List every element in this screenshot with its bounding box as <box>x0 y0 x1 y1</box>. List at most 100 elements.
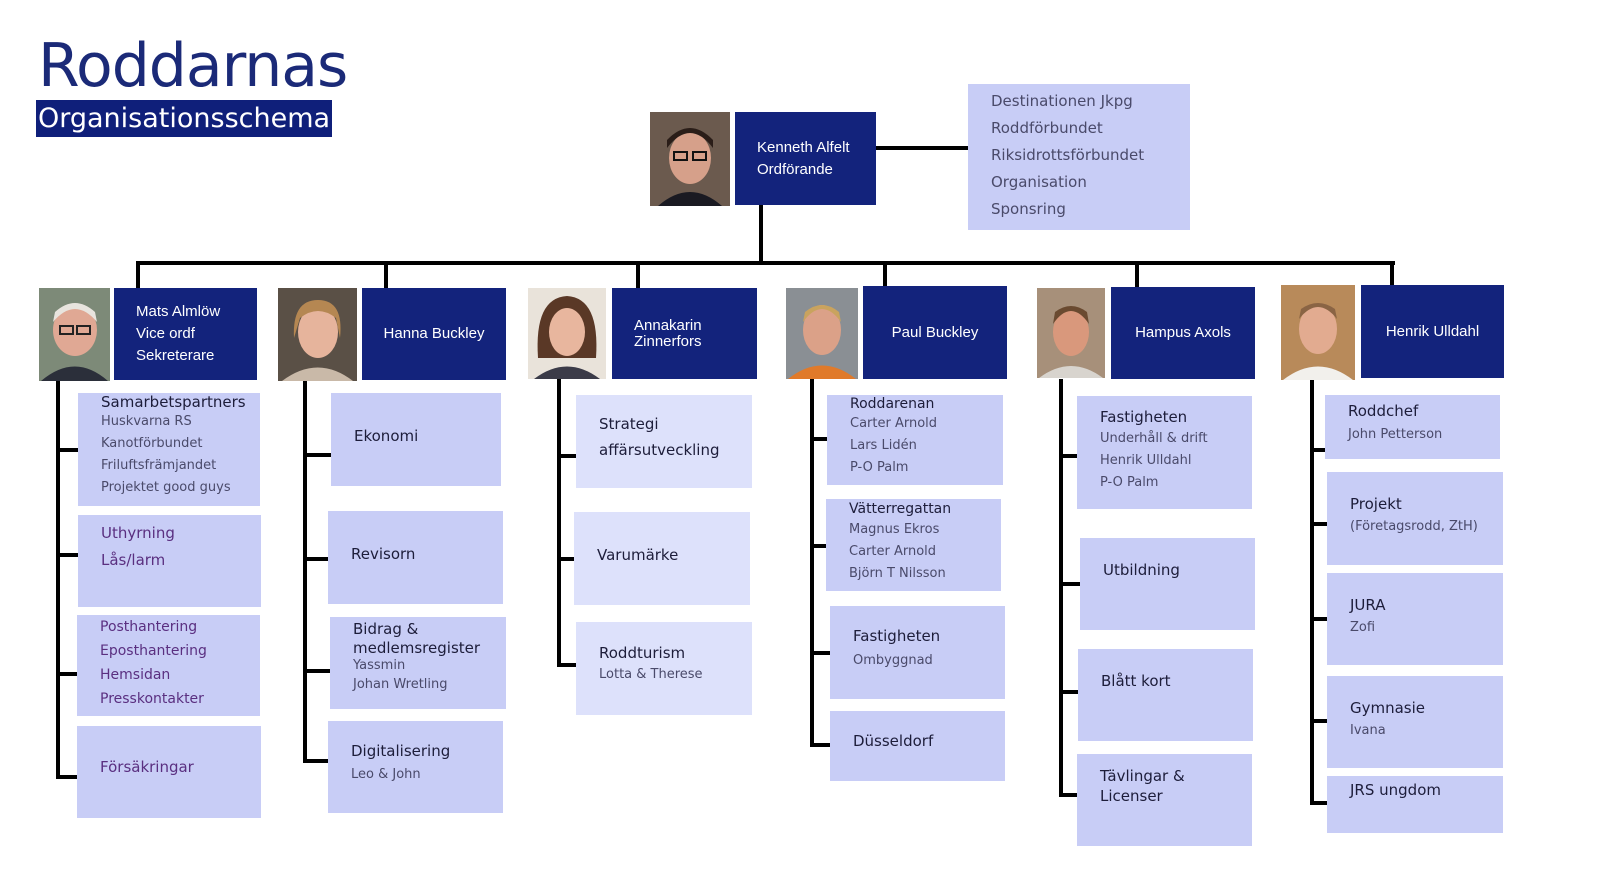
info-box: Destinationen Jkpg Roddförbundet Riksidr… <box>968 84 1190 230</box>
task-line: Carter Arnold <box>849 544 937 559</box>
task-line: Ivana <box>1350 723 1386 738</box>
task-box: Roddturism Lotta & Therese <box>576 622 752 715</box>
task-title: Strategi <box>599 415 659 433</box>
task-line: Björn T Nilsson <box>849 566 946 581</box>
task-title: Roddturism <box>599 644 686 662</box>
task-title: JRS ungdom <box>1350 781 1441 799</box>
task-title: Tävlingar & Licenser <box>1100 767 1185 805</box>
task-box: Posthantering Eposthantering Hemsidan Pr… <box>77 615 260 716</box>
task-box: Ekonomi <box>331 393 501 486</box>
task-line: Friluftsfrämjandet <box>101 458 217 473</box>
task-title: Samarbetspartners <box>101 393 246 411</box>
task-box: Düsseldorf <box>830 711 1005 781</box>
task-title: Bidrag & medlemsregister <box>353 620 481 657</box>
task-box: Varumärke <box>574 512 750 605</box>
task-box: Revisorn <box>328 511 503 604</box>
member-name: Paul Buckley <box>891 323 979 341</box>
task-item: Eposthantering <box>100 643 207 659</box>
task-item: Uthyrning <box>101 524 175 542</box>
task-line: Huskvarna RS <box>101 414 192 429</box>
connector-bus <box>136 261 1395 265</box>
member-header: Hampus Axols <box>1111 287 1255 379</box>
task-box: Digitalisering Leo & John <box>328 721 503 813</box>
chart-title: Roddarnas <box>38 31 348 101</box>
member-name: Annakarin <box>634 316 702 334</box>
task-line: Leo & John <box>351 767 421 782</box>
task-title: Roddarenan <box>850 396 935 412</box>
task-line: John Petterson <box>1348 427 1443 442</box>
task-line: Henrik Ulldahl <box>1100 453 1192 468</box>
task-line: Carter Arnold <box>850 416 938 431</box>
task-item: Hemsidan <box>100 667 171 683</box>
task-box: Samarbetspartners Huskvarna RS Kanotförb… <box>78 393 260 506</box>
task-item: Presskontakter <box>100 691 204 707</box>
member-name: Mats Almlöw <box>136 303 221 320</box>
info-item: Destinationen Jkpg <box>991 92 1133 110</box>
member-header: Mats Almlöw Vice ordf Sekreterare <box>114 288 257 380</box>
task-title: Ekonomi <box>354 427 419 445</box>
task-line: P-O Palm <box>850 460 909 475</box>
member-role: Vice ordf <box>136 325 195 342</box>
member-header: Annakarin Zinnerfors <box>612 288 757 379</box>
task-item: Lås/larm <box>101 551 166 569</box>
task-title: Gymnasie <box>1350 699 1426 717</box>
info-item: Riksidrottsförbundet <box>991 146 1145 164</box>
task-title: Fastigheten <box>853 627 941 645</box>
info-item: Sponsring <box>991 200 1066 218</box>
member-photo <box>39 288 110 381</box>
task-box: Roddchef John Petterson <box>1325 395 1500 459</box>
task-box: Vätterregattan Magnus Ekros Carter Arnol… <box>826 499 1001 591</box>
task-box: Tävlingar & Licenser <box>1077 754 1252 846</box>
task-title: Revisorn <box>351 545 416 563</box>
task-line: (Företagsrodd, ZtH) <box>1350 519 1478 534</box>
task-box: Bidrag & medlemsregister Yassmin Johan W… <box>330 617 506 709</box>
chart-subtitle: Organisationsschema <box>36 100 333 137</box>
column-line <box>1310 380 1314 805</box>
task-line: Underhåll & drift <box>1100 431 1208 446</box>
member-photo <box>786 288 858 379</box>
member-photo <box>1281 285 1355 380</box>
member-photo <box>528 288 606 379</box>
task-line: Kanotförbundet <box>101 436 203 451</box>
member-photo <box>1037 288 1105 378</box>
connector-drop <box>136 261 140 288</box>
task-line: Johan Wretling <box>353 677 448 692</box>
member-header: Paul Buckley <box>863 286 1007 379</box>
task-box: Roddarenan Carter Arnold Lars Lidén P-O … <box>827 395 1003 485</box>
connector-drop <box>636 261 640 288</box>
connector-drop <box>384 261 388 288</box>
task-title: Roddchef <box>1348 402 1419 420</box>
chairman-header: Kenneth Alfelt Ordförande <box>735 112 876 205</box>
task-line: Yassmin <box>353 658 406 673</box>
task-line: Projektet good guys <box>101 480 231 495</box>
chairman-role: Ordförande <box>757 160 833 178</box>
member-header: Henrik Ulldahl <box>1361 285 1504 378</box>
connector-trunk <box>759 205 763 263</box>
task-box: Blått kort <box>1078 649 1253 741</box>
chairman-name: Kenneth Alfelt <box>757 138 850 156</box>
task-line: Lars Lidén <box>850 438 917 453</box>
task-line: Zofi <box>1350 620 1376 635</box>
connector-drop <box>883 261 887 286</box>
task-line: Ombyggnad <box>853 653 933 668</box>
task-item: Försäkringar <box>100 758 194 776</box>
member-name: Hampus Axols <box>1135 324 1231 341</box>
connector-info <box>876 146 968 150</box>
task-line: Lotta & Therese <box>599 667 703 682</box>
column-line <box>810 379 814 747</box>
column-line <box>56 381 60 779</box>
task-box: Fastigheten Underhåll & drift Henrik Ull… <box>1077 396 1252 509</box>
task-box: JURA Zofi <box>1327 573 1503 665</box>
info-item: Roddförbundet <box>991 119 1103 137</box>
member-photo <box>278 288 357 381</box>
member-role: Sekreterare <box>136 347 215 364</box>
task-title: Utbildning <box>1103 561 1180 579</box>
member-name: Hanna Buckley <box>383 325 485 342</box>
task-line: affärsutveckling <box>599 441 720 459</box>
chairman-photo <box>650 112 730 206</box>
column-line <box>303 381 307 763</box>
task-title: Blått kort <box>1101 672 1171 690</box>
task-box: Projekt (Företagsrodd, ZtH) <box>1327 472 1503 565</box>
column-line <box>557 379 561 667</box>
task-title: Projekt <box>1350 495 1402 513</box>
